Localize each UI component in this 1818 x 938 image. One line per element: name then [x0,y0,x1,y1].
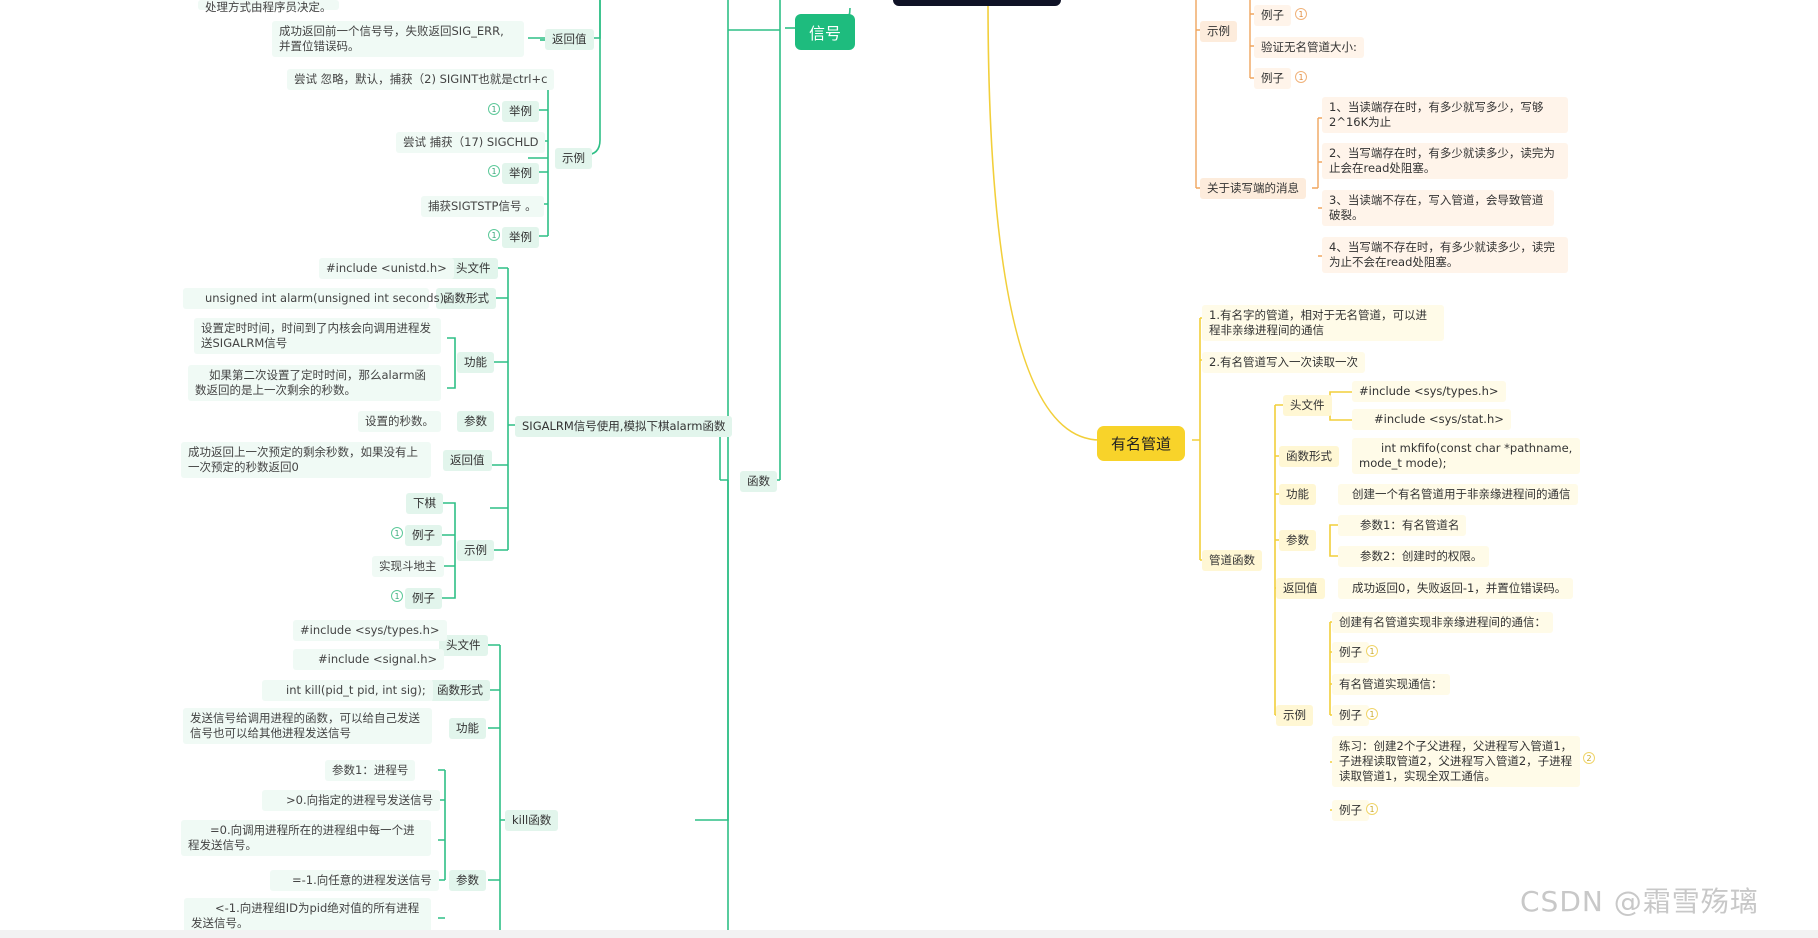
alarm-example-1[interactable]: 下棋 [406,493,443,514]
return-label-node[interactable]: 返回值 [545,29,594,50]
badge-icon[interactable]: 1 [1366,803,1378,815]
alarm-example-label[interactable]: 示例 [457,540,494,561]
func-branch-node[interactable]: 函数 [740,471,777,492]
kill-param-5[interactable]: <-1.向进程组ID为pid绝对值的所有进程发送信号。 [184,898,431,934]
badge-icon[interactable]: 1 [488,229,500,241]
kill-title-node[interactable]: kill函数 [505,810,559,831]
anon-rw-1[interactable]: 1、当读端存在时，有多少就写多少，写够2^16K为止 [1322,97,1568,133]
badge-icon[interactable]: 1 [488,165,500,177]
cut-text-node[interactable]: 处理方式由程序员决定。 [198,0,339,14]
named-proto-label[interactable]: 函数形式 [1279,446,1339,467]
badge-icon[interactable]: 1 [391,527,403,539]
watermark: CSDN @霜雪殇璃 [1520,885,1759,918]
top-item-5[interactable]: 捕获SIGTSTP信号 。 [421,196,544,217]
alarm-proto-value[interactable]: unsigned int alarm(unsigned int seconds)… [183,288,448,309]
named-p1[interactable]: 1.有名字的管道，相对于无名管道，可以进程非亲缘进程间的通信 [1202,305,1444,341]
named-fn-label[interactable]: 管道函数 [1202,550,1262,571]
named-header-label[interactable]: 头文件 [1283,395,1332,416]
kill-header-label[interactable]: 头文件 [439,635,488,656]
named-p2[interactable]: 2.有名管道写入一次读取一次 [1202,352,1365,373]
kill-param-3[interactable]: =0.向调用进程所在的进程组中每一个进程发送信号。 [181,820,431,856]
named-header-1[interactable]: #include <sys/types.h> [1352,381,1506,402]
named-param-label[interactable]: 参数 [1279,530,1316,551]
bottom-scrollbar[interactable] [0,930,1818,938]
top-item-1-text: 尝试 忽略，默认，捕获（2) SIGINT也就是ctrl+c [294,72,548,86]
alarm-header-label[interactable]: 头文件 [449,258,498,279]
named-example-5[interactable]: 练习：创建2个子父进程，父进程写入管道1，子进程读取管道2，父进程写入管道2，子… [1332,736,1580,787]
anon-rw-label[interactable]: 关于读写端的消息 [1200,178,1306,199]
signal-title: 信号 [809,24,842,43]
return-text-node[interactable]: 成功返回前一个信号号，失败返回SIG_ERR, 并置位错误码。 [272,21,524,57]
example-label: 示例 [562,151,585,165]
alarm-ret-value[interactable]: 成功返回上一次预定的剩余秒数，如果没有上一次预定的秒数返回0 [181,442,431,478]
root-node[interactable] [893,0,1061,6]
kill-param-4[interactable]: =-1.向任意的进程发送信号 [270,870,439,891]
named-param-2[interactable]: 参数2：创建时的权限。 [1338,546,1490,567]
kill-param-label[interactable]: 参数 [449,870,486,891]
alarm-header-value[interactable]: #include <unistd.h> [319,258,454,279]
alarm-func-label[interactable]: 功能 [457,352,494,373]
named-func-label[interactable]: 功能 [1279,484,1316,505]
alarm-func-2[interactable]: 如果第二次设置了定时时间，那么alarm函数返回的是上一次剩余的秒数。 [188,365,441,401]
kill-proto-label[interactable]: 函数形式 [430,680,490,701]
cut-text: 处理方式由程序员决定。 [205,0,332,14]
kill-proto-value[interactable]: int kill(pid_t pid, int sig); [262,680,433,701]
named-example-3[interactable]: 有名管道实现通信： [1332,674,1450,695]
badge-icon[interactable]: 1 [1366,645,1378,657]
top-item-4[interactable]: 举例 [502,163,539,184]
kill-header-1[interactable]: #include <sys/types.h> [293,620,447,641]
anon-item-3[interactable]: 例子 [1254,68,1291,89]
named-proto-value[interactable]: int mkfifo(const char *pathname, mode_t … [1352,438,1580,474]
func-branch-label: 函数 [747,474,770,488]
alarm-title-node[interactable]: SIGALRM信号使用,模拟下棋alarm函数 [515,416,733,437]
named-func-value[interactable]: 创建一个有名管道用于非亲缘进程间的通信 [1338,484,1578,505]
named-example-6[interactable]: 例子 [1332,800,1369,821]
return-text: 成功返回前一个信号号，失败返回SIG_ERR, 并置位错误码。 [279,24,504,53]
return-label: 返回值 [552,32,587,46]
top-item-2[interactable]: 举例 [502,101,539,122]
named-example-2[interactable]: 例子 [1332,642,1369,663]
anon-example-label[interactable]: 示例 [1200,21,1237,42]
kill-param-1[interactable]: 参数1：进程号 [325,760,416,781]
named-param-1[interactable]: 参数1：有名管道名 [1338,515,1467,536]
alarm-example-4[interactable]: 例子 [405,588,442,609]
alarm-example-2[interactable]: 例子 [405,525,442,546]
named-pipe-node[interactable]: 有名管道 [1097,426,1186,461]
alarm-proto-label[interactable]: 函数形式 [436,288,496,309]
named-example-label[interactable]: 示例 [1276,705,1313,726]
named-example-1[interactable]: 创建有名管道实现非亲缘进程间的通信： [1332,612,1553,633]
alarm-param-label[interactable]: 参数 [457,411,494,432]
named-example-4[interactable]: 例子 [1332,705,1369,726]
example-label-node[interactable]: 示例 [555,148,592,169]
named-ret-value[interactable]: 成功返回0，失败返回-1，并置位错误码。 [1338,578,1574,599]
kill-param-2[interactable]: >0.向指定的进程号发送信号 [262,790,441,811]
alarm-example-3[interactable]: 实现斗地主 [372,556,444,577]
kill-header-2[interactable]: #include <signal.h> [293,649,445,670]
named-header-2[interactable]: #include <sys/stat.h> [1352,409,1511,430]
signal-node[interactable]: 信号 [795,14,856,50]
badge-icon[interactable]: 2 [1583,752,1595,764]
badge-icon[interactable]: 1 [488,103,500,115]
kill-func-label[interactable]: 功能 [449,718,486,739]
anon-rw-3[interactable]: 3、当读端不存在，写入管道，会导致管道破裂。 [1322,190,1554,226]
badge-icon[interactable]: 1 [1295,8,1307,20]
anon-rw-2[interactable]: 2、当写端存在时，有多少就读多少，读完为止会在read处阻塞。 [1322,143,1568,179]
badge-icon[interactable]: 1 [1366,708,1378,720]
anon-rw-4[interactable]: 4、当写端不存在时，有多少就读多少，读完为止不会在read处阻塞。 [1322,237,1568,273]
top-item-3[interactable]: 尝试 捕获（17) SIGCHLD [396,132,546,153]
top-item-6[interactable]: 举例 [502,227,539,248]
badge-icon[interactable]: 1 [391,590,403,602]
alarm-param-value[interactable]: 设置的秒数。 [358,411,441,432]
kill-func-value[interactable]: 发送信号给调用进程的函数，可以给自己发送信号也可以给其他进程发送信号 [183,708,432,744]
anon-item-2[interactable]: 验证无名管道大小: [1254,37,1364,58]
badge-icon[interactable]: 1 [1295,71,1307,83]
top-item-1[interactable]: 尝试 忽略，默认，捕获（2) SIGINT也就是ctrl+c [287,69,555,90]
alarm-func-1[interactable]: 设置定时时间，时间到了内核会向调用进程发送SIGALRM信号 [194,318,441,354]
alarm-ret-label[interactable]: 返回值 [443,450,492,471]
anon-item-1[interactable]: 例子 [1254,5,1291,26]
named-ret-label[interactable]: 返回值 [1276,578,1325,599]
